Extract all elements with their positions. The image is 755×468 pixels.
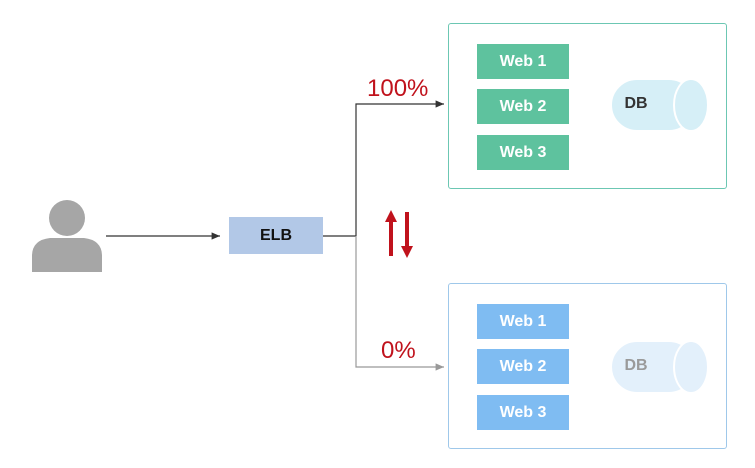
bottom-web-server-1: Web 1 <box>477 304 569 339</box>
top-db-label: DB <box>624 95 648 112</box>
bottom-web-server-2: Web 2 <box>477 349 569 384</box>
top-web-server-2: Web 2 <box>477 89 569 124</box>
elb-node: ELB <box>229 217 323 254</box>
top-percent-label: 100% <box>367 75 429 102</box>
top-server-group: Web 1 Web 2 Web 3 DB <box>448 23 727 189</box>
elb-label: ELB <box>260 226 292 244</box>
top-web-server-1: Web 1 <box>477 44 569 79</box>
database-icon <box>610 78 709 132</box>
bottom-db-label: DB <box>624 357 648 374</box>
top-web-server-3: Web 3 <box>477 135 569 170</box>
database-icon <box>610 340 709 394</box>
user-icon <box>32 200 102 272</box>
bottom-server-group: Web 1 Web 2 Web 3 DB <box>448 283 727 449</box>
route-to-bottom-arrow <box>355 236 444 371</box>
bottom-percent-label: 0% <box>381 337 416 364</box>
switch-arrows-icon <box>385 210 413 258</box>
bottom-web-server-3: Web 3 <box>477 395 569 430</box>
route-to-top-arrow <box>355 100 444 236</box>
